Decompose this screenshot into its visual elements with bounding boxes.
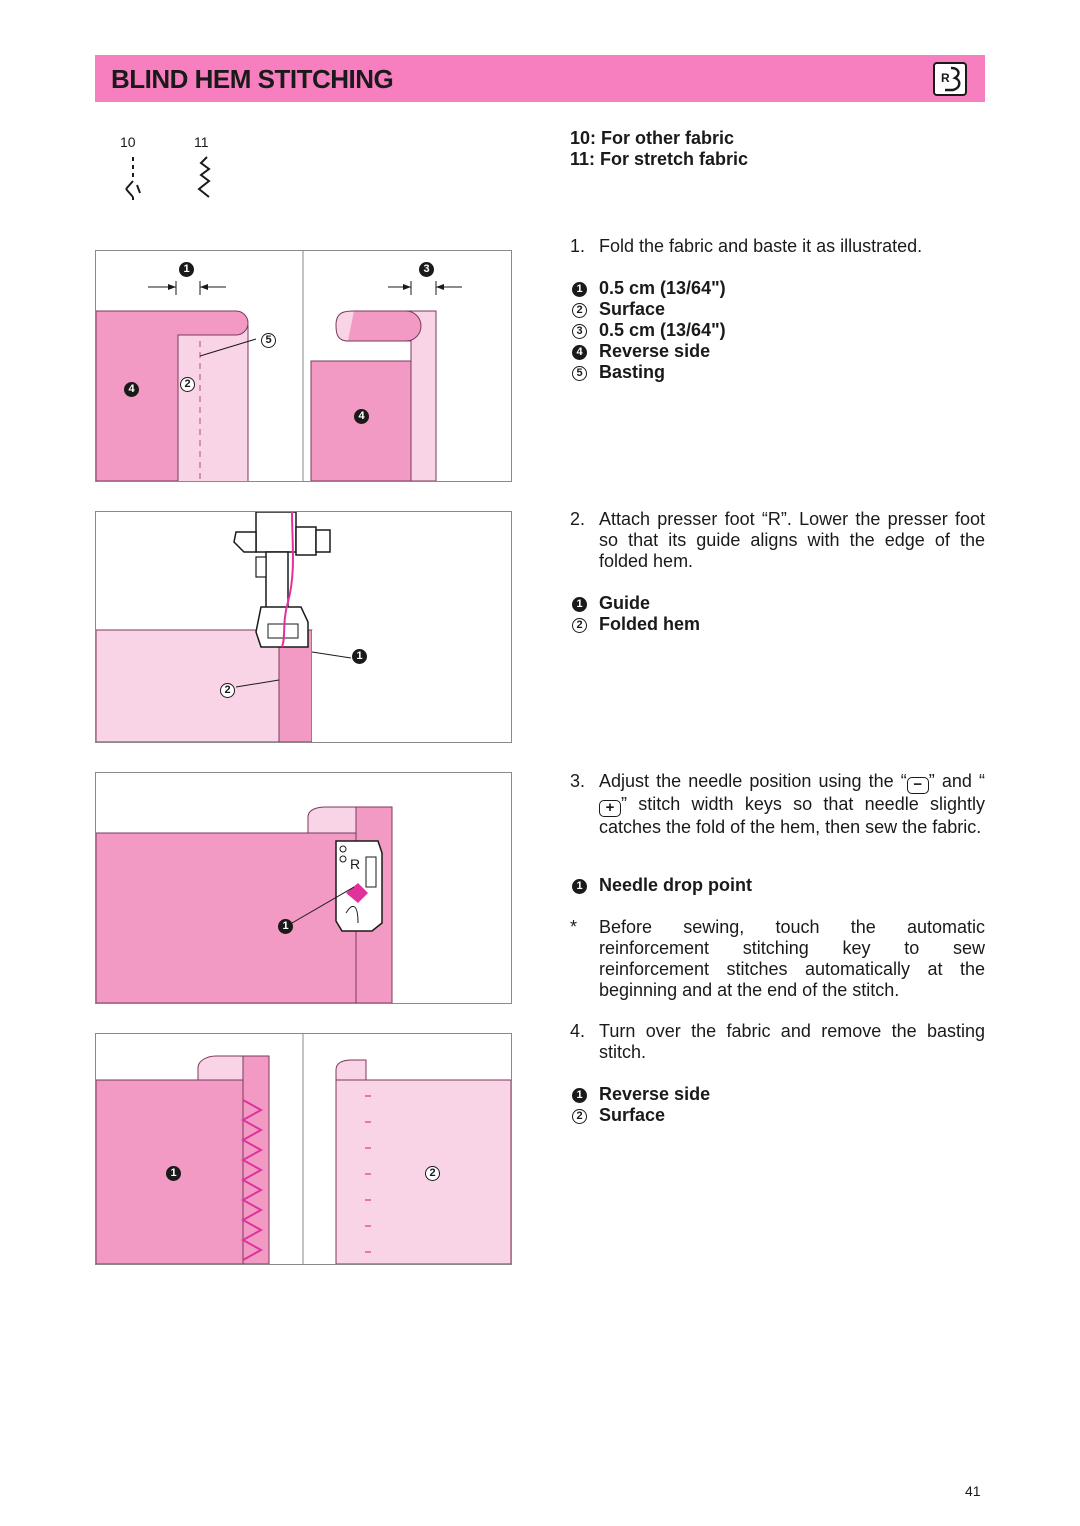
stitch-number-11: 11 (194, 134, 209, 150)
legend-label: Guide (599, 593, 651, 613)
plus-key-icon: + (599, 800, 621, 817)
step-text: Fold the fabric and baste it as illustra… (599, 236, 923, 256)
section-banner: BLIND HEM STITCHING R (95, 55, 985, 102)
figure-marker: 2 (425, 1166, 440, 1181)
legend-label: Folded hem (599, 614, 701, 634)
legend-item: 2 Surface (570, 299, 985, 320)
step-text: Turn over the fabric and remove the bast… (599, 1021, 985, 1062)
step-3-legend: 1 Needle drop point (570, 875, 985, 896)
presser-foot-figure (95, 511, 512, 743)
step-4: 4. Turn over the fabric and remove the b… (570, 1021, 985, 1063)
pattern-11-heading: 11: For stretch fabric (570, 149, 749, 169)
step-number: 2. (570, 509, 586, 529)
step-text-part: ” stitch width keys so that needle sligh… (599, 794, 985, 837)
legend-label: Reverse side (599, 341, 711, 361)
legend-item: 2 Surface (570, 1105, 985, 1126)
legend-item: 1 Needle drop point (570, 875, 985, 896)
legend-label: 0.5 cm (13/64") (599, 320, 726, 340)
legend-marker: 2 (572, 1109, 587, 1124)
figure-marker: 1 (166, 1166, 181, 1181)
legend-label: Surface (599, 299, 666, 319)
note-text: Before sewing, touch the automatic reinf… (599, 917, 985, 1000)
legend-item: 4 Reverse side (570, 341, 985, 362)
figure-marker: 1 (352, 649, 367, 664)
step-2: 2. Attach presser foot “R”. Lower the pr… (570, 509, 985, 572)
legend-item: 2 Folded hem (570, 614, 985, 635)
page-number: 41 (965, 1483, 981, 1499)
stitch-number-10: 10 (120, 134, 136, 150)
presser-foot-r-icon: R (933, 62, 967, 96)
legend-item: 5 Basting (570, 362, 985, 383)
step-text: Adjust the needle position using the “−”… (599, 771, 985, 838)
legend-marker: 1 (572, 597, 587, 612)
step-2-legend: 1 Guide 2 Folded hem (570, 593, 985, 635)
fold-and-baste-figure (95, 250, 512, 482)
step-3-note: * Before sewing, touch the automatic rei… (570, 917, 985, 1001)
figure-marker: 4 (354, 409, 369, 424)
legend-label: Basting (599, 362, 666, 382)
legend-label: Surface (599, 1105, 666, 1125)
legend-label: Needle drop point (599, 875, 752, 895)
legend-marker: 4 (572, 345, 587, 360)
step-text-part: ” and “ (928, 771, 985, 791)
figure-marker: 1 (179, 262, 194, 277)
blind-stitch-pattern-icon (125, 157, 141, 200)
step-1: 1. Fold the fabric and baste it as illus… (570, 236, 985, 257)
legend-marker: 2 (572, 303, 587, 318)
minus-key-icon: − (906, 777, 929, 794)
figure-marker: 5 (261, 333, 276, 348)
legend-marker: 1 (572, 1088, 587, 1103)
step-3: 3. Adjust the needle position using the … (570, 771, 985, 838)
legend-marker: 5 (572, 366, 587, 381)
foot-r-letter: R (350, 856, 360, 872)
step-text-part: Adjust the needle position using the “ (599, 771, 907, 791)
legend-marker: 3 (572, 324, 587, 339)
needle-drop-figure: R (95, 772, 512, 1004)
legend-marker: 2 (572, 618, 587, 633)
step-number: 3. (570, 771, 586, 791)
legend-item: 1 Guide (570, 593, 985, 614)
legend-label: Reverse side (599, 1084, 711, 1104)
note-marker: * (570, 917, 578, 937)
step-1-legend: 1 0.5 cm (13/64") 2 Surface 3 0.5 cm (13/64… (570, 278, 985, 383)
figure-marker: 4 (124, 382, 139, 397)
figure-marker: 2 (220, 683, 235, 698)
pattern-10-heading: 10: For other fabric (570, 128, 735, 148)
legend-item: 3 0.5 cm (13/64") (570, 320, 985, 341)
legend-item: 1 0.5 cm (13/64") (570, 278, 985, 299)
step-number: 4. (570, 1021, 586, 1041)
stretch-blind-stitch-pattern-icon (197, 156, 211, 198)
figure-marker: 1 (278, 919, 293, 934)
step-number: 1. (570, 236, 586, 256)
legend-marker: 1 (572, 879, 587, 894)
figure-marker: 3 (419, 262, 434, 277)
legend-item: 1 Reverse side (570, 1084, 985, 1105)
step-text: Attach presser foot “R”. Lower the press… (599, 509, 985, 571)
legend-marker: 1 (572, 282, 587, 297)
svg-text:R: R (941, 71, 950, 85)
figure-marker: 2 (180, 377, 195, 392)
finished-hem-figure (95, 1033, 512, 1265)
step-4-legend: 1 Reverse side 2 Surface (570, 1084, 985, 1126)
page-title: BLIND HEM STITCHING (111, 64, 394, 94)
legend-label: 0.5 cm (13/64") (599, 278, 726, 298)
